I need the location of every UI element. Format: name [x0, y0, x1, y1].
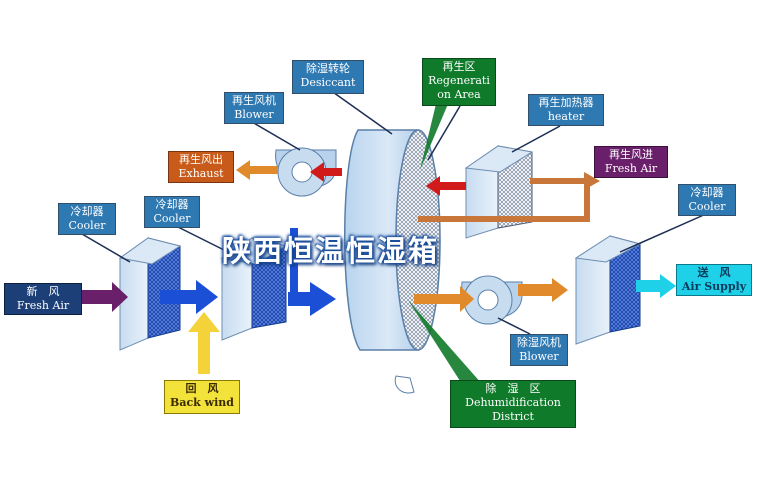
regen-fresh-air-path	[418, 172, 600, 222]
back-wind-arrow	[188, 312, 220, 374]
dehum-air-arrow	[414, 286, 474, 312]
cooler-left-unit	[118, 237, 182, 351]
regen-heater-unit	[464, 145, 534, 239]
process-air-arrow-1	[160, 280, 218, 314]
callout-lines	[81, 89, 707, 335]
regen-area-pointer	[420, 104, 448, 170]
dehum-blower-fan	[461, 275, 523, 325]
regen-air-arrow-2	[426, 176, 466, 196]
dehum-district-pointer	[408, 300, 482, 384]
cooler-right-unit	[574, 235, 642, 345]
page-title: 陕西恒温恒湿箱	[222, 234, 440, 268]
fresh-air-arrow	[82, 282, 128, 312]
regen-air-arrow-1	[310, 162, 342, 182]
air-supply-arrow	[636, 274, 676, 298]
blower-to-cooler-arrow	[518, 278, 568, 302]
exhaust-arrow	[236, 160, 278, 180]
cooler-mid-unit	[220, 237, 288, 341]
process-air-arrow-2	[288, 228, 336, 316]
